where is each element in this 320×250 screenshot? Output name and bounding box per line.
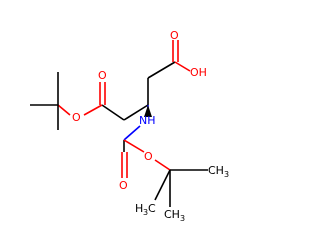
methyl-h3c-sub: 3 xyxy=(143,208,148,217)
bond-carbamate-c-o xyxy=(123,139,145,153)
ester-carbonyl-oxygen: O xyxy=(98,69,107,82)
methyl-h3c-c: C xyxy=(148,202,156,215)
methyl-h3c-h: H xyxy=(135,202,143,215)
bond-ch-ch2-ester xyxy=(123,104,149,121)
bond-carbamate-o-tbu xyxy=(154,159,171,171)
structure-canvas: O OH O O NH O O H 3 C CH 3 CH 3 xyxy=(30,29,230,223)
methyl-ch3-right-c: CH xyxy=(208,164,224,177)
acid-hydroxyl: OH xyxy=(190,66,207,79)
bond-nh-c xyxy=(123,125,141,141)
bond-tbu2-me-left xyxy=(154,169,171,201)
molecule-diagram: O OH O O NH O O H 3 C CH 3 CH 3 xyxy=(30,29,229,223)
acid-carbonyl-oxygen: O xyxy=(170,29,179,42)
carbamate-oxygen: O xyxy=(144,150,153,163)
bond-acid-c-oh xyxy=(174,61,191,72)
stereo-wedge xyxy=(144,105,152,117)
methyl-ch3-right-sub: 3 xyxy=(224,170,229,179)
bond-ester-o-tbu xyxy=(57,104,71,116)
methyl-ch3-bottom-sub: 3 xyxy=(180,214,185,223)
methyl-ch3-bottom-c: CH xyxy=(164,208,180,221)
bond-ch2-cooh xyxy=(147,61,176,79)
ester-oxygen: O xyxy=(72,111,81,124)
carbamate-carbonyl-oxygen: O xyxy=(119,179,128,192)
amine-nh: NH xyxy=(139,114,156,127)
bond-ch2-ester-c xyxy=(101,104,125,121)
bond-ester-c-o xyxy=(83,104,103,116)
